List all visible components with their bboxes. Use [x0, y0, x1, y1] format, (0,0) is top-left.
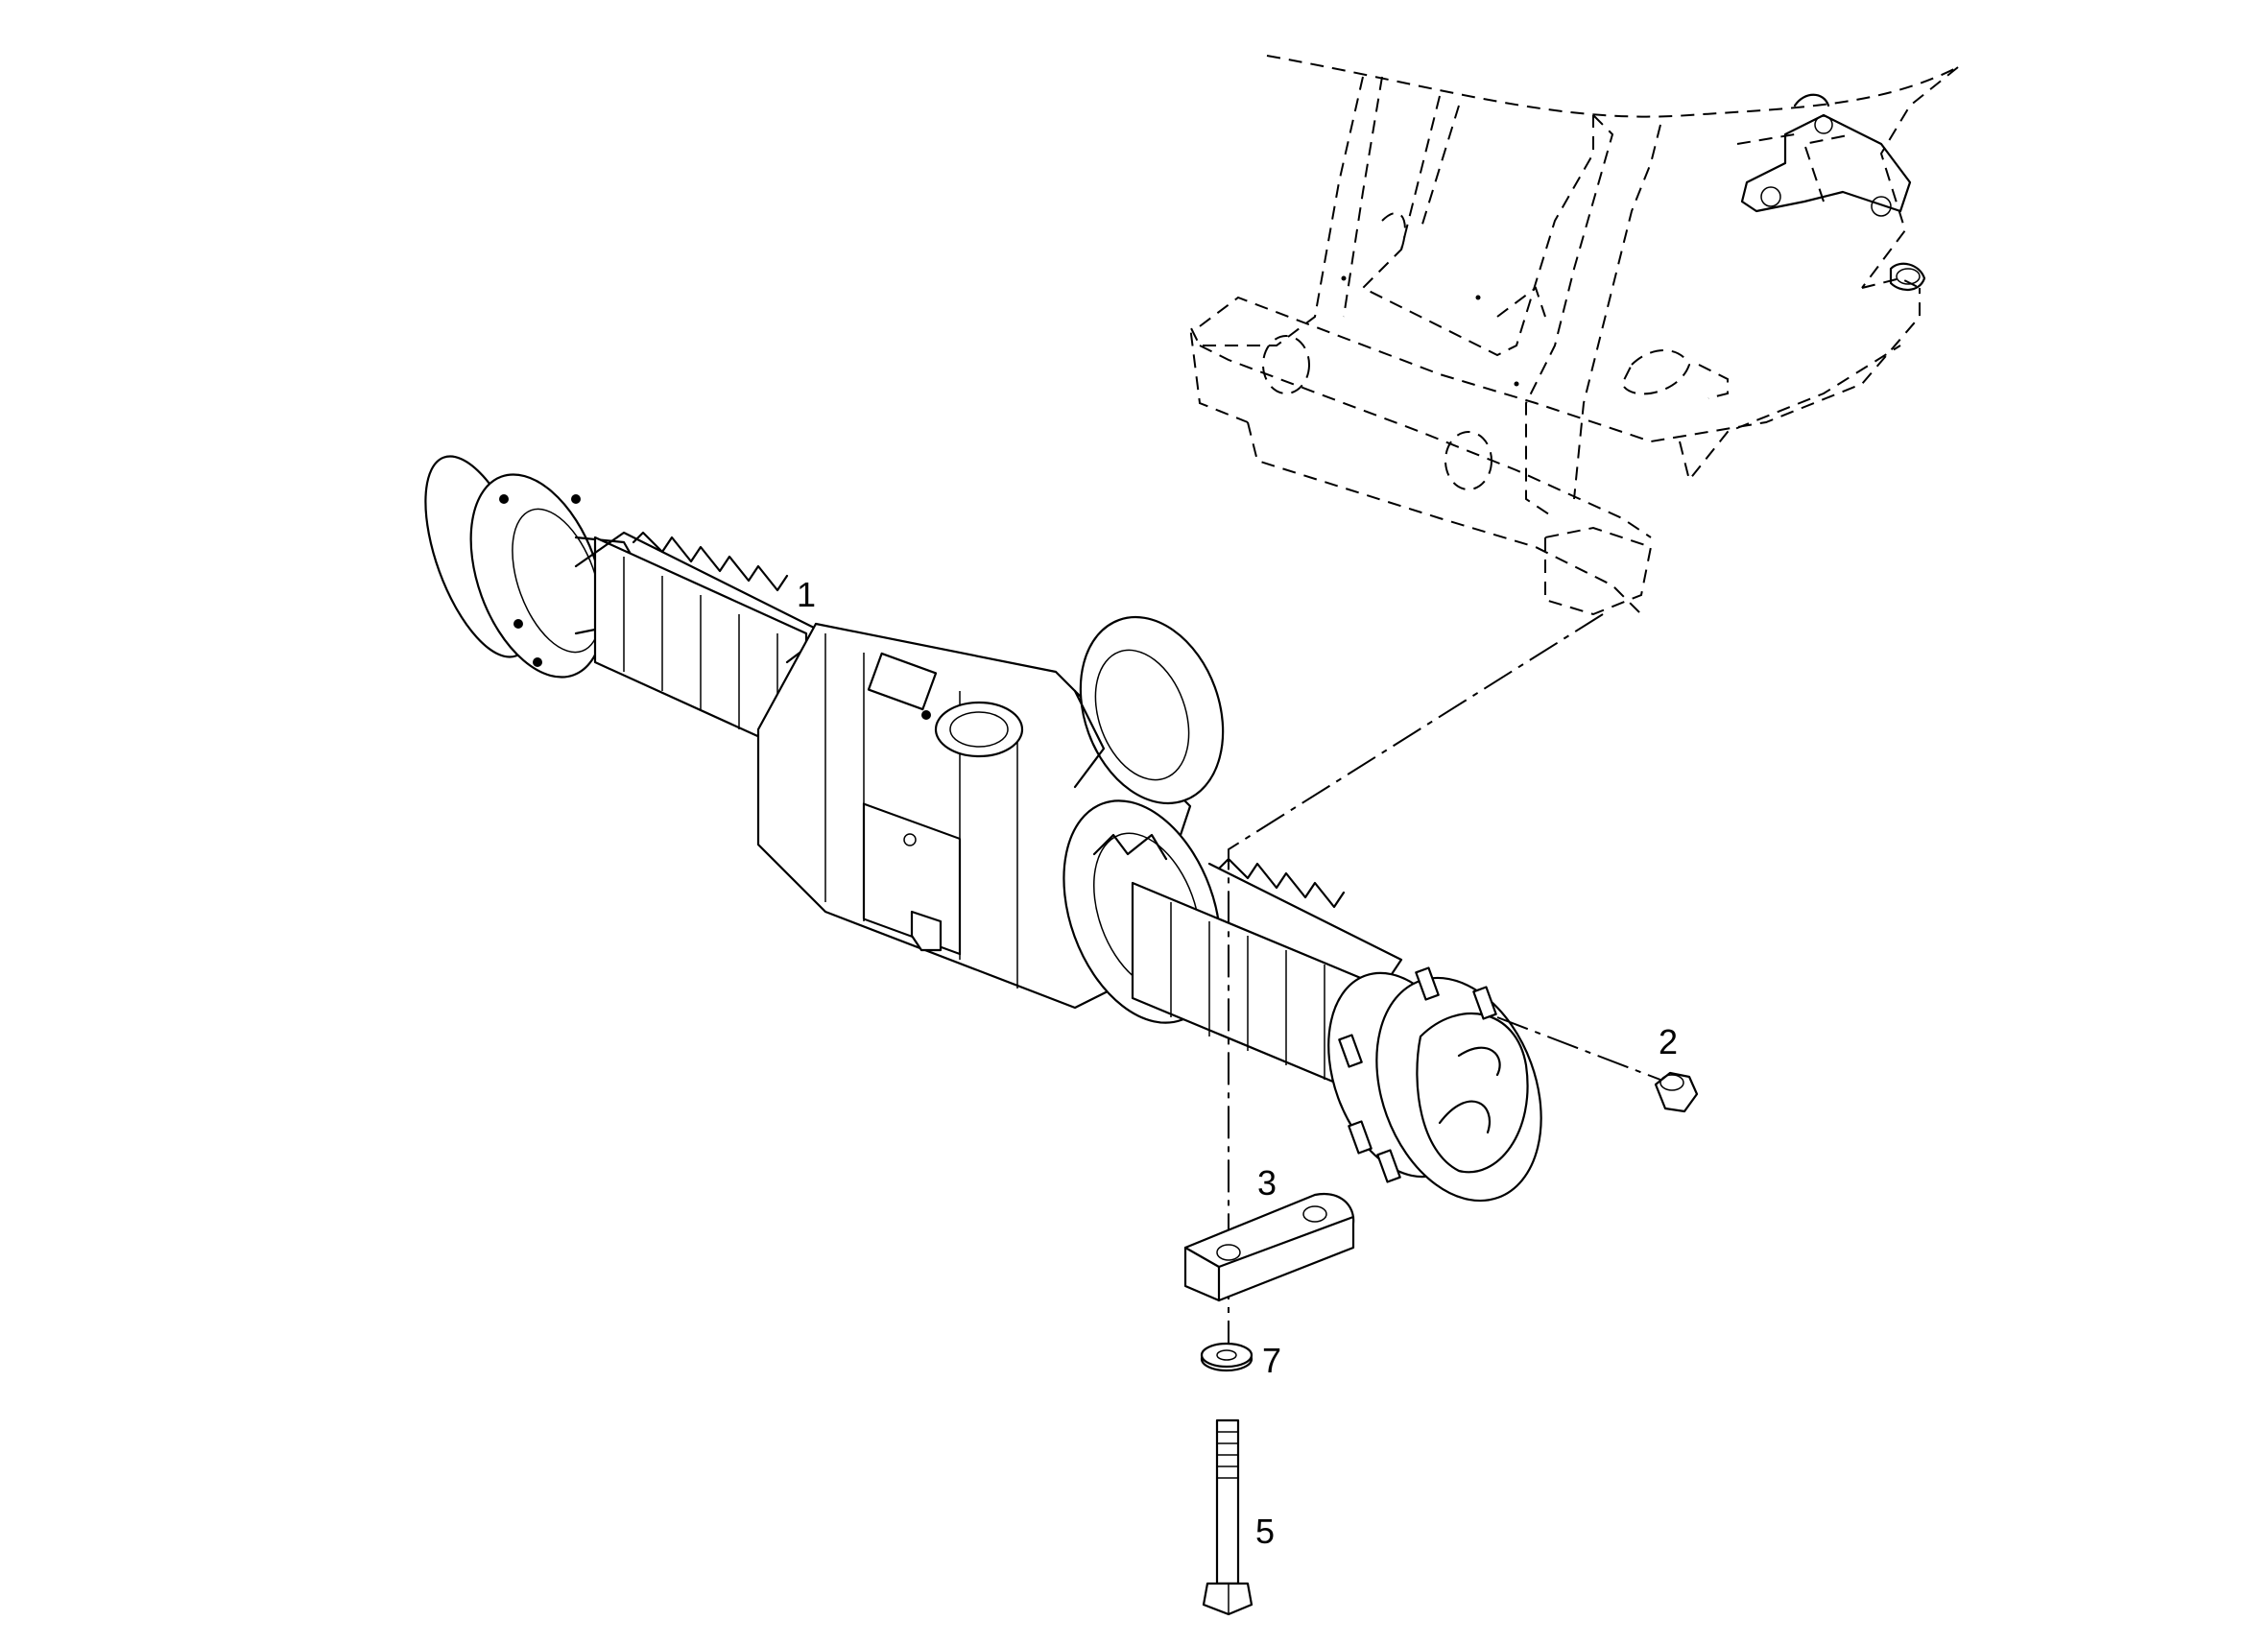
callout-3: 3 — [1257, 1163, 1277, 1203]
callout-5: 5 — [1255, 1512, 1275, 1551]
callout-1: 1 — [797, 575, 816, 614]
callouts: 1 2 3 7 5 — [797, 575, 1678, 1551]
left-axle-tube — [574, 531, 827, 760]
nut-part — [1654, 1071, 1699, 1113]
callout-2: 2 — [1659, 1022, 1678, 1061]
axle-assembly — [424, 455, 1542, 1203]
spacer-plate — [1183, 1192, 1355, 1302]
left-wheel-hub — [424, 455, 645, 679]
callout-7: 7 — [1262, 1341, 1281, 1380]
right-wheel-hub — [1327, 966, 1542, 1203]
input-flange — [1073, 615, 1225, 805]
washer-part — [1200, 1342, 1253, 1372]
chassis-bracket — [1740, 93, 1926, 291]
chassis-frame — [1189, 55, 1959, 616]
bolt-part — [1202, 1418, 1253, 1616]
